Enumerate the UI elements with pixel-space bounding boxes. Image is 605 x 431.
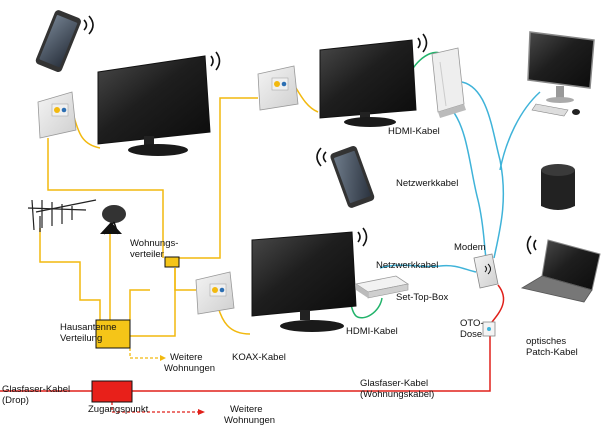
label-hdmi-bottom: HDMI-Kabel (346, 326, 398, 337)
coax-weitere-arrow (160, 355, 166, 361)
label-glasfaser-left-line2: (Drop) (2, 395, 29, 406)
satellite-dish-icon (100, 205, 126, 235)
label-set-top-box: Set-Top-Box (396, 292, 449, 303)
fiber-weitere-dashed (111, 402, 198, 413)
wall-socket-bottom-icon (195, 271, 235, 315)
oto-dose-icon (482, 321, 496, 337)
hausantenne-verteilung-box (95, 319, 131, 349)
smartphone-top-icon (35, 10, 94, 72)
label-glasfaser-left-line1: Glasfaser-Kabel (2, 384, 71, 395)
label-hausantenne-verteilung: Hausantenne Verteilung (60, 322, 117, 344)
label-optisches-patch-kabel: optisches Patch-Kabel (526, 336, 578, 358)
label-glasfaser-wohnungskabel: Glasfaser-Kabel (Wohnungskabel) (360, 378, 434, 400)
label-glasfaser-drop: Glasfaser-Kabel (Drop) (2, 384, 70, 406)
label-weitere-wohnungen-2: Weitere Wohnungen (224, 404, 275, 426)
wall-socket-top-left-icon (37, 91, 77, 139)
label-modem: Modem (454, 242, 486, 253)
set-top-box-icon (354, 275, 410, 299)
label-oto-line2: Dose (460, 329, 483, 340)
coax-weitere-dashed (129, 348, 160, 359)
tv-top-middle-icon (319, 33, 428, 127)
label-hausantenne-line2: Verteilung (60, 333, 103, 344)
label-weitere1-line1: Weitere (170, 352, 203, 363)
label-weitere-wohnungen-1: Weitere Wohnungen (164, 352, 215, 374)
label-koax-kabel: KOAX-Kabel (232, 352, 286, 363)
wall-socket-middle-icon (257, 65, 299, 111)
game-console-icon (431, 47, 466, 118)
label-patch-line2: Patch-Kabel (526, 347, 578, 358)
label-weitere2-line1: Weitere (230, 404, 263, 415)
label-oto-dose: OTO- Dose (460, 318, 484, 340)
label-weitere2-line2: Wohnungen (224, 415, 276, 426)
smart-speaker-icon (541, 164, 575, 210)
label-netzwerkkabel-mid: Netzwerkkabel (376, 260, 439, 271)
label-hausantenne-line1: Hausantenne (60, 322, 117, 333)
label-oto-line1: OTO- (460, 318, 484, 329)
label-hdmi-top: HDMI-Kabel (388, 126, 440, 137)
fiber-weitere-arrow (198, 409, 205, 415)
wohnungsverteiler-box (164, 256, 180, 268)
coax-cables (39, 87, 319, 337)
label-patch-line1: optisches (526, 336, 567, 347)
label-zugangspunkt: Zugangspunkt (88, 404, 149, 415)
label-wohnungsverteiler-line2: verteiler (130, 249, 164, 260)
label-glasfaser-right-line1: Glasfaser-Kabel (360, 378, 429, 389)
antenna-yagi-icon (27, 199, 97, 232)
label-wohnungsverteiler-line1: Wohnungs- (130, 238, 179, 249)
laptop-icon (520, 235, 601, 303)
zugangspunkt-box (91, 380, 133, 403)
network-cables (379, 81, 541, 273)
desktop-computer-icon (527, 31, 595, 117)
label-netzwerkkabel-top: Netzwerkkabel (396, 178, 459, 189)
label-glasfaser-right-line2: (Wohnungskabel) (360, 389, 435, 400)
label-weitere1-line2: Wohnungen (164, 363, 216, 374)
label-wohnungsverteiler: Wohnungs- verteiler (130, 238, 178, 260)
tv-top-left-icon (97, 51, 221, 156)
modem-icon (473, 253, 499, 289)
fiber-cables (0, 284, 505, 392)
tv-bottom-icon (251, 227, 368, 332)
smartphone-middle-icon (316, 146, 375, 208)
